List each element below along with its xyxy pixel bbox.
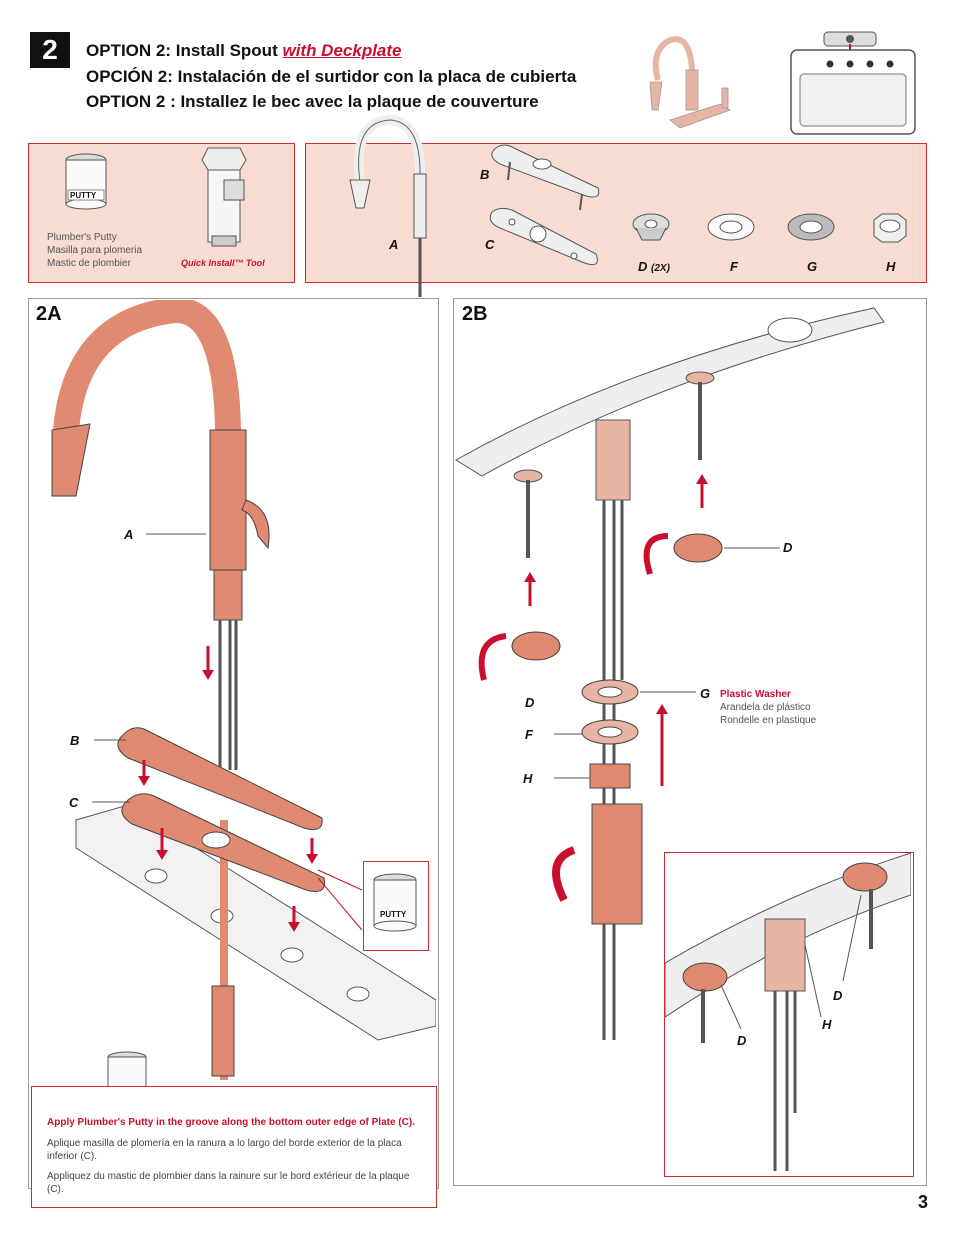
- inset-detail-illustration: [665, 853, 911, 1171]
- part-label-f: F: [730, 259, 738, 274]
- faucet-thumbnail: [649, 36, 731, 129]
- label-2a-b: B: [70, 733, 80, 748]
- putty-fr: Mastic de plombier: [47, 258, 131, 269]
- sink-thumbnail: [790, 31, 916, 135]
- title-es: OPCIÓN 2: Instalación de el surtidor con…: [86, 67, 577, 86]
- part-label-g: G: [807, 259, 818, 274]
- deckplate-c-icon: [489, 207, 598, 266]
- label-2b-g: G: [700, 686, 711, 701]
- part-label-d: D (2X): [638, 259, 670, 274]
- label-inset-d3: D: [833, 988, 843, 1003]
- label-inset-h: H: [822, 1017, 832, 1032]
- label-2b-d1: D: [783, 540, 793, 555]
- step-number: 2: [30, 32, 70, 68]
- part-label-a: A: [389, 237, 399, 252]
- title-fr: OPTION 2 : Installez le bec avec la plaq…: [86, 92, 539, 111]
- faucet-install-illustration: [51, 300, 436, 1080]
- parts-panel: [305, 143, 927, 283]
- label-2a-a: A: [124, 527, 134, 542]
- putty-callout-label: PUTTY: [380, 910, 407, 919]
- quick-install-tool-icon: [201, 147, 247, 247]
- note-fr: Appliquez du mastic de plombier dans la …: [47, 1171, 410, 1195]
- washer-label-en: Plastic Washer: [720, 689, 791, 700]
- title-en: OPTION 2: Install Spout with Deckplate: [86, 41, 402, 60]
- washer-g-icon: [787, 213, 835, 241]
- washer-label-es: Arandela de plástico: [720, 702, 811, 713]
- title-emphasis: with Deckplate: [282, 41, 402, 60]
- nut-h-icon: [873, 213, 907, 243]
- step-2a-title: 2A: [36, 303, 62, 325]
- note-en: Apply Plumber's Putty in the groove alon…: [47, 1117, 415, 1128]
- label-2a-c: C: [69, 795, 79, 810]
- label-2b-h: H: [523, 771, 533, 786]
- nut-d-icon: [632, 213, 670, 241]
- quick-install-label: Quick Install™ Tool: [181, 258, 265, 268]
- part-label-h: H: [886, 259, 896, 274]
- putty-es: Masilla para plomeria: [47, 245, 143, 256]
- putty-jar-icon: [65, 153, 107, 210]
- note-es: Aplique masilla de plomería en la ranura…: [47, 1138, 402, 1162]
- putty-jar-label: PUTTY: [70, 191, 97, 200]
- putty-note-box: [31, 1086, 437, 1208]
- mounting-illustration: [455, 307, 885, 1040]
- page-number: 3: [917, 1192, 928, 1212]
- deckplate-b-icon: [491, 144, 600, 211]
- putty-en: Plumber's Putty: [47, 232, 117, 243]
- step-2b-title: 2B: [462, 303, 488, 325]
- part-label-c: C: [485, 237, 495, 252]
- label-2b-d2: D: [525, 695, 535, 710]
- spout-part-icon: [349, 114, 427, 297]
- tools-panel: [28, 143, 295, 283]
- putty-callout-jar-icon: [373, 873, 417, 932]
- part-label-b: B: [480, 167, 490, 182]
- washer-label-fr: Rondelle en plastique: [720, 715, 817, 726]
- label-inset-d4: D: [737, 1033, 747, 1048]
- label-2b-f: F: [525, 727, 533, 742]
- washer-f-icon: [707, 213, 755, 241]
